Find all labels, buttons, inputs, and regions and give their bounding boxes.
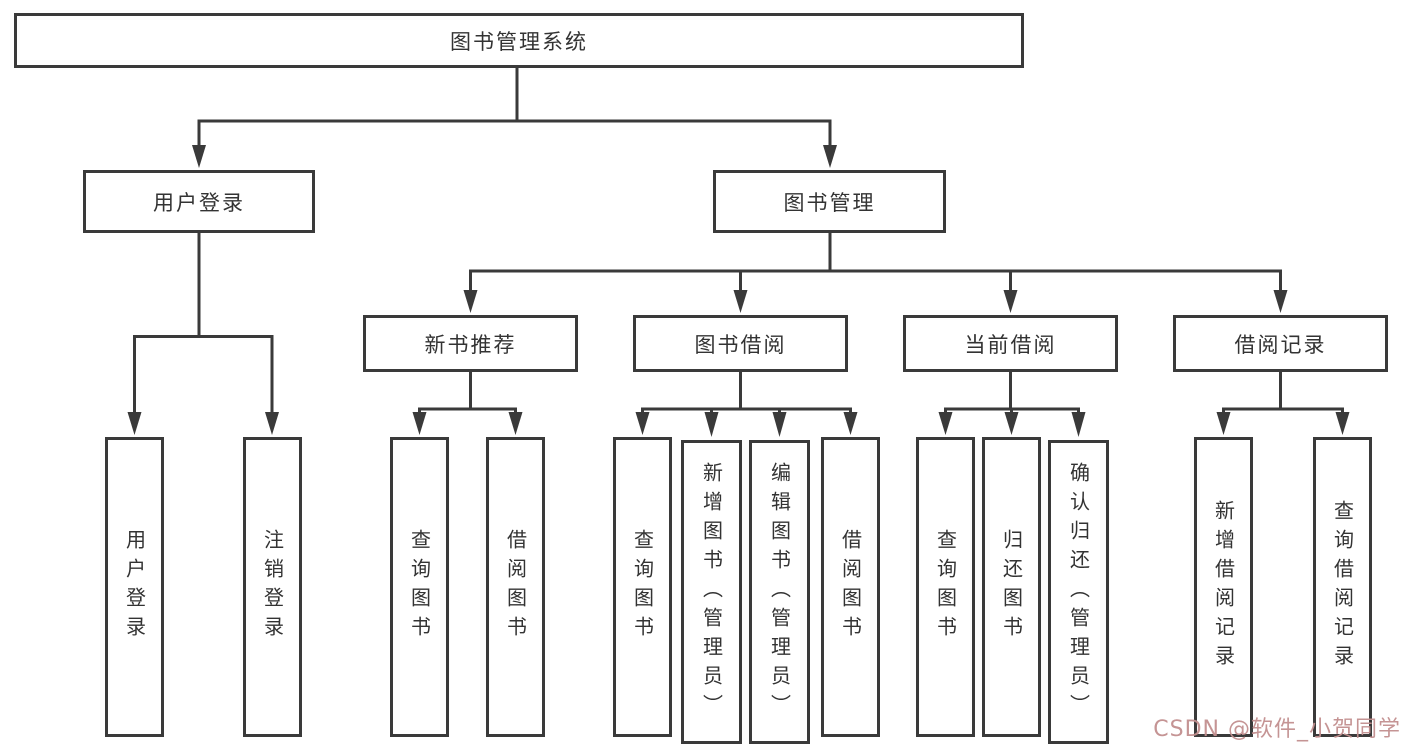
leaf-add-borrow-record: 新增借阅记录 bbox=[1194, 437, 1253, 737]
node-user-login: 用户登录 bbox=[83, 170, 315, 233]
leaf-query-books-current: 查询图书 bbox=[916, 437, 975, 737]
node-label: 新书推荐 bbox=[424, 332, 517, 357]
csdn-watermark: CSDN @软件_小贺同学 bbox=[1153, 717, 1401, 742]
node-label: 图书借阅 bbox=[694, 332, 787, 357]
leaf-edit-books-admin: 编辑图书（管理员） bbox=[749, 440, 810, 744]
node-label: 图书管理 bbox=[783, 190, 876, 215]
leaf-add-books-admin: 新增图书（管理员） bbox=[681, 440, 742, 744]
node-new-book-recommend: 新书推荐 bbox=[363, 315, 578, 372]
node-borrowing-records: 借阅记录 bbox=[1173, 315, 1388, 372]
leaf-label: 用户登录 bbox=[122, 529, 147, 645]
leaf-user-login: 用户登录 bbox=[105, 437, 164, 737]
leaf-borrow-books-recommend: 借阅图书 bbox=[486, 437, 545, 737]
leaf-label: 确认归还（管理员） bbox=[1066, 461, 1091, 723]
leaf-label: 归还图书 bbox=[999, 529, 1024, 645]
node-label: 借阅记录 bbox=[1234, 332, 1327, 357]
node-label: 当前借阅 bbox=[964, 332, 1057, 357]
leaf-query-books-borrowing: 查询图书 bbox=[613, 437, 672, 737]
leaf-borrow-books-borrowing: 借阅图书 bbox=[821, 437, 880, 737]
leaf-label: 查询图书 bbox=[933, 529, 958, 645]
leaf-confirm-return-admin: 确认归还（管理员） bbox=[1048, 440, 1109, 744]
leaf-label: 查询借阅记录 bbox=[1330, 500, 1355, 674]
node-book-borrowing: 图书借阅 bbox=[633, 315, 848, 372]
leaf-label: 新增借阅记录 bbox=[1211, 500, 1236, 674]
leaf-label: 注销登录 bbox=[260, 529, 285, 645]
node-current-borrowing: 当前借阅 bbox=[903, 315, 1118, 372]
node-label: 图书管理系统 bbox=[450, 29, 588, 54]
node-book-management: 图书管理 bbox=[713, 170, 946, 233]
arrowheads bbox=[127, 145, 1350, 437]
leaf-label: 新增图书（管理员） bbox=[699, 461, 724, 723]
leaf-logout: 注销登录 bbox=[243, 437, 302, 737]
leaf-query-borrow-record: 查询借阅记录 bbox=[1313, 437, 1372, 737]
leaf-label: 借阅图书 bbox=[503, 529, 528, 645]
leaf-label: 借阅图书 bbox=[838, 529, 863, 645]
leaf-label: 查询图书 bbox=[630, 529, 655, 645]
leaf-return-books: 归还图书 bbox=[982, 437, 1041, 737]
leaf-query-books-recommend: 查询图书 bbox=[390, 437, 449, 737]
leaf-label: 编辑图书（管理员） bbox=[767, 461, 792, 723]
node-label: 用户登录 bbox=[153, 190, 245, 215]
leaf-label: 查询图书 bbox=[407, 529, 432, 645]
node-library-system: 图书管理系统 bbox=[14, 13, 1024, 68]
